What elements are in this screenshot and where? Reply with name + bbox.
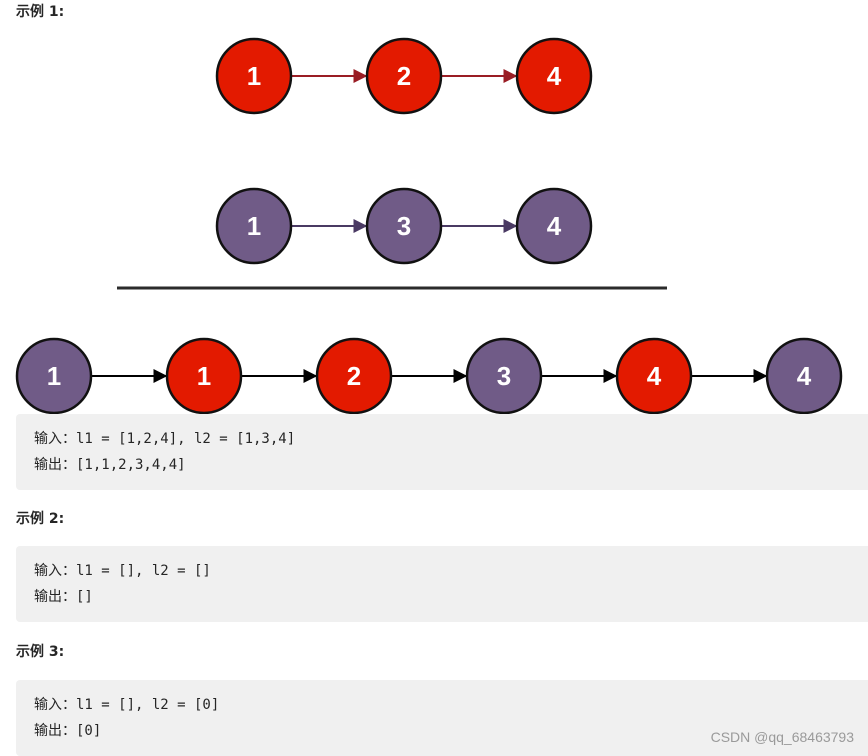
merged-node-label: 3 <box>497 361 511 391</box>
list2-node <box>215 187 293 265</box>
merged-node-label: 4 <box>647 361 662 391</box>
merged-node <box>15 337 93 415</box>
list1-node-label: 1 <box>247 61 261 91</box>
merged-node <box>765 337 843 415</box>
list2-nodes: 1 3 4 <box>215 187 593 265</box>
merged-node <box>165 337 243 415</box>
example-2-code-block: 输入：l1 = [], l2 = [] 输出：[] <box>16 546 868 622</box>
example-2-input: 输入：l1 = [], l2 = [] <box>34 563 211 579</box>
merged-node <box>465 337 543 415</box>
list2-node-label: 4 <box>547 211 562 241</box>
example-3-output: 输出：[0] <box>34 723 102 739</box>
merged-node-label: 1 <box>197 361 211 391</box>
merged-node <box>315 337 393 415</box>
merged-node-label: 1 <box>47 361 61 391</box>
example-2-heading: 示例 2: <box>16 511 65 527</box>
merged-node <box>615 337 693 415</box>
example-3-heading: 示例 3: <box>16 644 65 660</box>
merged-node-label: 4 <box>797 361 812 391</box>
example-1-input: 输入：l1 = [1,2,4], l2 = [1,3,4] <box>34 431 296 447</box>
list1-node-label: 4 <box>547 61 562 91</box>
example-2-output: 输出：[] <box>34 589 93 605</box>
list1-node <box>515 37 593 115</box>
example-3-input: 输入：l1 = [], l2 = [0] <box>34 697 220 713</box>
merged-node-label: 2 <box>347 361 361 391</box>
list2-node <box>365 187 443 265</box>
list2-node <box>515 187 593 265</box>
example-1-output: 输出：[1,1,2,3,4,4] <box>34 457 186 473</box>
example-3-code-block: 输入：l1 = [], l2 = [0] 输出：[0] <box>16 680 868 756</box>
list2-node-label: 1 <box>247 211 261 241</box>
list2-node-label: 3 <box>397 211 411 241</box>
example-1-heading: 示例 1: <box>16 4 65 20</box>
list1-nodes: 1 2 4 <box>215 37 593 115</box>
csdn-watermark: CSDN @qq_68463793 <box>710 729 854 745</box>
merged-list-nodes: 1 1 2 3 4 4 <box>15 337 843 415</box>
list1-node-label: 2 <box>397 61 411 91</box>
list1-node <box>365 37 443 115</box>
example-1-code-block: 输入：l1 = [1,2,4], l2 = [1,3,4] 输出：[1,1,2,… <box>16 414 868 490</box>
list1-node <box>215 37 293 115</box>
merge-linked-lists-diagram: 1 2 4 1 3 4 1 1 2 3 4 4 <box>15 37 843 415</box>
